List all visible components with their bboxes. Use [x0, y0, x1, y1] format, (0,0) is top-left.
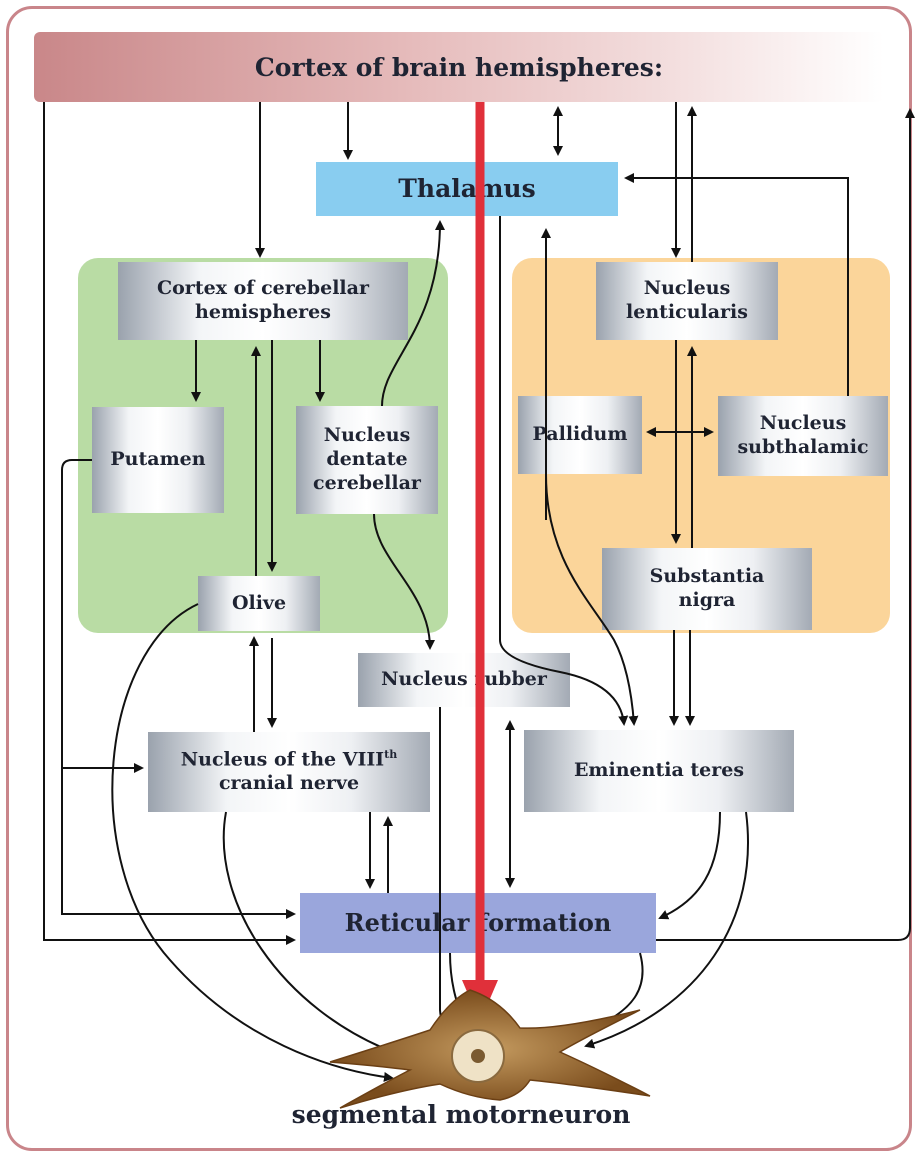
substantia-nigra-box: Substantia nigra — [602, 548, 812, 630]
arrow-eminentia-to-motorneuron — [584, 811, 749, 1049]
viii-nerve-label: Nucleus of the VIIIth — [181, 748, 397, 772]
arrow-eminentia-to-reticular — [658, 811, 721, 920]
viii-nerve-line2: cranial nerve — [218, 772, 360, 795]
arrow-dentate-to-rubber — [373, 513, 435, 650]
motorneuron-caption: segmental motorneuron — [291, 1100, 631, 1129]
arrow-viii-to-motorneuron — [222, 811, 400, 1056]
arrow-pallidum-to-eminentia — [545, 473, 639, 726]
arrow-dentate-to-thalamus — [381, 220, 445, 407]
pallidum-box: Pallidum — [518, 396, 642, 474]
viii-nerve-superscript: th — [384, 748, 398, 762]
arrow-reticular-to-cortex — [656, 108, 915, 941]
motorneuron-illustration — [329, 989, 651, 1109]
red-nucleus-box: Nucleus rubber — [358, 653, 570, 707]
arrow-cortex-left-loop — [43, 102, 296, 945]
cortex-header: Cortex of brain hemispheres: — [34, 32, 884, 102]
viii-nerve-line1: Nucleus of the VIII — [180, 748, 385, 771]
arrow-thalamus-to-eminentia — [499, 216, 629, 726]
viii-nerve-nucleus-box: Nucleus of the VIIIth cranial nerve — [148, 732, 430, 812]
subthalamic-nucleus-box: Nucleus subthalamic — [718, 396, 888, 476]
thalamus-box: Thalamus — [316, 162, 618, 216]
dentate-nucleus-box: Nucleus dentate cerebellar — [296, 406, 438, 514]
putamen-box: Putamen — [92, 407, 224, 513]
lenticular-nucleus-box: Nucleus lenticularis — [596, 262, 778, 340]
eminentia-teres-box: Eminentia teres — [524, 730, 794, 812]
arrow-olive-to-motorneuron — [111, 603, 394, 1082]
arrow-subthalamic-to-thalamus — [624, 173, 849, 396]
arrow-putamen-loop — [61, 459, 296, 919]
olive-box: Olive — [198, 576, 320, 631]
cerebellar-cortex-box: Cortex of cerebellar hemispheres — [118, 262, 408, 340]
